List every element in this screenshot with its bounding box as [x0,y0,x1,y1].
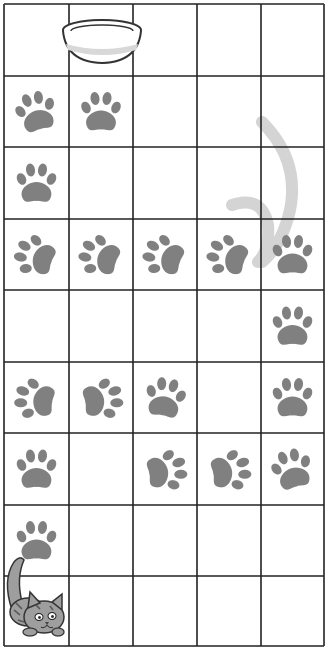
grid-cell-r8-c4 [261,576,324,646]
grid-cell-r0-c0 [4,4,69,76]
grid-cell-r0-c2 [133,4,197,76]
grid-cell-r1-c3 [197,76,261,147]
grid-cell-r1-c4 [261,76,324,147]
grid-cell-r8-c3 [197,576,261,646]
grid-cell-r6-c1 [69,433,133,505]
grid-cell-r2-c1 [69,147,133,219]
grid-cell-r2-c3 [197,147,261,219]
grid-cell-r8-c1 [69,576,133,646]
grid-cell-r7-c1 [69,505,133,576]
grid-cell-r4-c2 [133,290,197,362]
grid-cell-r2-c4 [261,147,324,219]
grid-cell-r7-c4 [261,505,324,576]
grid-cell-r4-c3 [197,290,261,362]
grid-cell-r0-c3 [197,4,261,76]
grid-cell-r2-c2 [133,147,197,219]
grid-cell-r5-c3 [197,362,261,433]
grid-cell-r1-c2 [133,76,197,147]
grid-cell-r4-c0 [4,290,69,362]
grid-cell-r4-c1 [69,290,133,362]
grid-cell-r7-c2 [133,505,197,576]
grid-cell-r0-c4 [261,4,324,76]
grid-cell-r7-c3 [197,505,261,576]
grid-cell-r8-c2 [133,576,197,646]
